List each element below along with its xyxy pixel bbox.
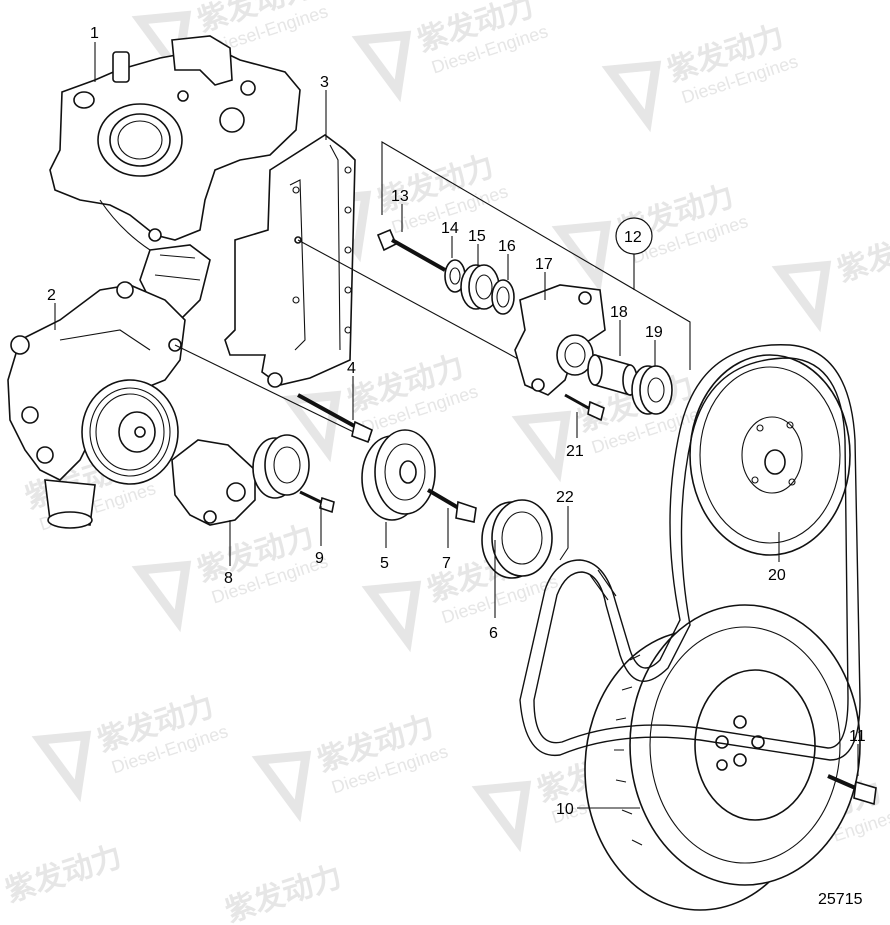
callout-5: 5 <box>380 555 389 572</box>
part-idler-pulley <box>361 429 436 521</box>
callout-16: 16 <box>498 238 516 255</box>
part-tensioner <box>171 434 310 526</box>
watermark-3: 紫发动力 Diesel-Engines <box>601 19 800 133</box>
callout-18: 18 <box>610 304 628 321</box>
watermark-12: 紫发动力 Diesel-Engines <box>251 709 450 823</box>
callout-22: 22 <box>556 489 574 506</box>
drawing-number: 25715 <box>818 891 863 908</box>
part-ring-16 <box>491 279 515 315</box>
watermark-5: 紫发动力 Diesel-Engines <box>551 179 750 293</box>
watermark-6: 紫发动力 <box>771 219 890 333</box>
callout-9: 9 <box>315 550 324 567</box>
part-bolt-13 <box>376 228 446 272</box>
part-bearing-19 <box>631 365 673 415</box>
part-thermostat-housing <box>49 35 301 322</box>
callout-20: 20 <box>768 567 786 584</box>
part-water-pump <box>7 281 186 529</box>
watermark-16: 紫发动力 <box>221 859 346 925</box>
watermark-2: 紫发动力 Diesel-Engines <box>351 0 550 103</box>
callout-2: 2 <box>47 287 56 304</box>
watermark-11: 紫发动力 Diesel-Engines <box>31 689 230 803</box>
svg-text:紫发动力: 紫发动力 <box>1 839 126 909</box>
callout-4: 4 <box>347 360 356 377</box>
callout-14: 14 <box>441 220 459 237</box>
part-bolt-9 <box>299 490 335 514</box>
callout-13: 13 <box>391 188 409 205</box>
watermark-9: 紫发动力 Diesel-Engines <box>131 519 330 633</box>
callout-1: 1 <box>90 25 99 42</box>
part-bolt-21 <box>564 393 605 422</box>
callout-10: 10 <box>556 801 574 818</box>
part-crank-pulley <box>584 604 861 911</box>
callout-19: 19 <box>645 324 663 341</box>
part-bracket <box>224 134 356 388</box>
callout-21: 21 <box>566 443 584 460</box>
callout-15: 15 <box>468 228 486 245</box>
part-arm-17 <box>514 284 606 396</box>
svg-text:紫发动力: 紫发动力 <box>833 219 890 289</box>
group-12-bracket <box>381 141 691 370</box>
part-drive-belt <box>519 344 861 761</box>
callout-7: 7 <box>442 555 451 572</box>
callout-3: 3 <box>320 74 329 91</box>
callout-12: 12 <box>624 229 642 246</box>
part-bolt-4 <box>297 393 373 444</box>
watermark-15: 紫发动力 <box>1 839 126 909</box>
callout-8: 8 <box>224 570 233 587</box>
svg-text:紫发动力: 紫发动力 <box>221 859 346 925</box>
callout-labels: 1 2 3 4 5 6 7 8 9 10 11 12 13 14 15 16 1… <box>47 25 866 818</box>
leader-lines <box>54 42 859 809</box>
alignment-lines <box>174 239 521 441</box>
part-spacer-18 <box>587 353 638 397</box>
part-bolt-11 <box>827 774 877 806</box>
callout-11: 11 <box>849 728 866 745</box>
callout-6: 6 <box>489 625 498 642</box>
part-seal-ring <box>481 499 553 579</box>
part-bolt-7 <box>426 488 477 523</box>
callout-17: 17 <box>535 256 553 273</box>
part-upper-pulley <box>689 354 851 556</box>
